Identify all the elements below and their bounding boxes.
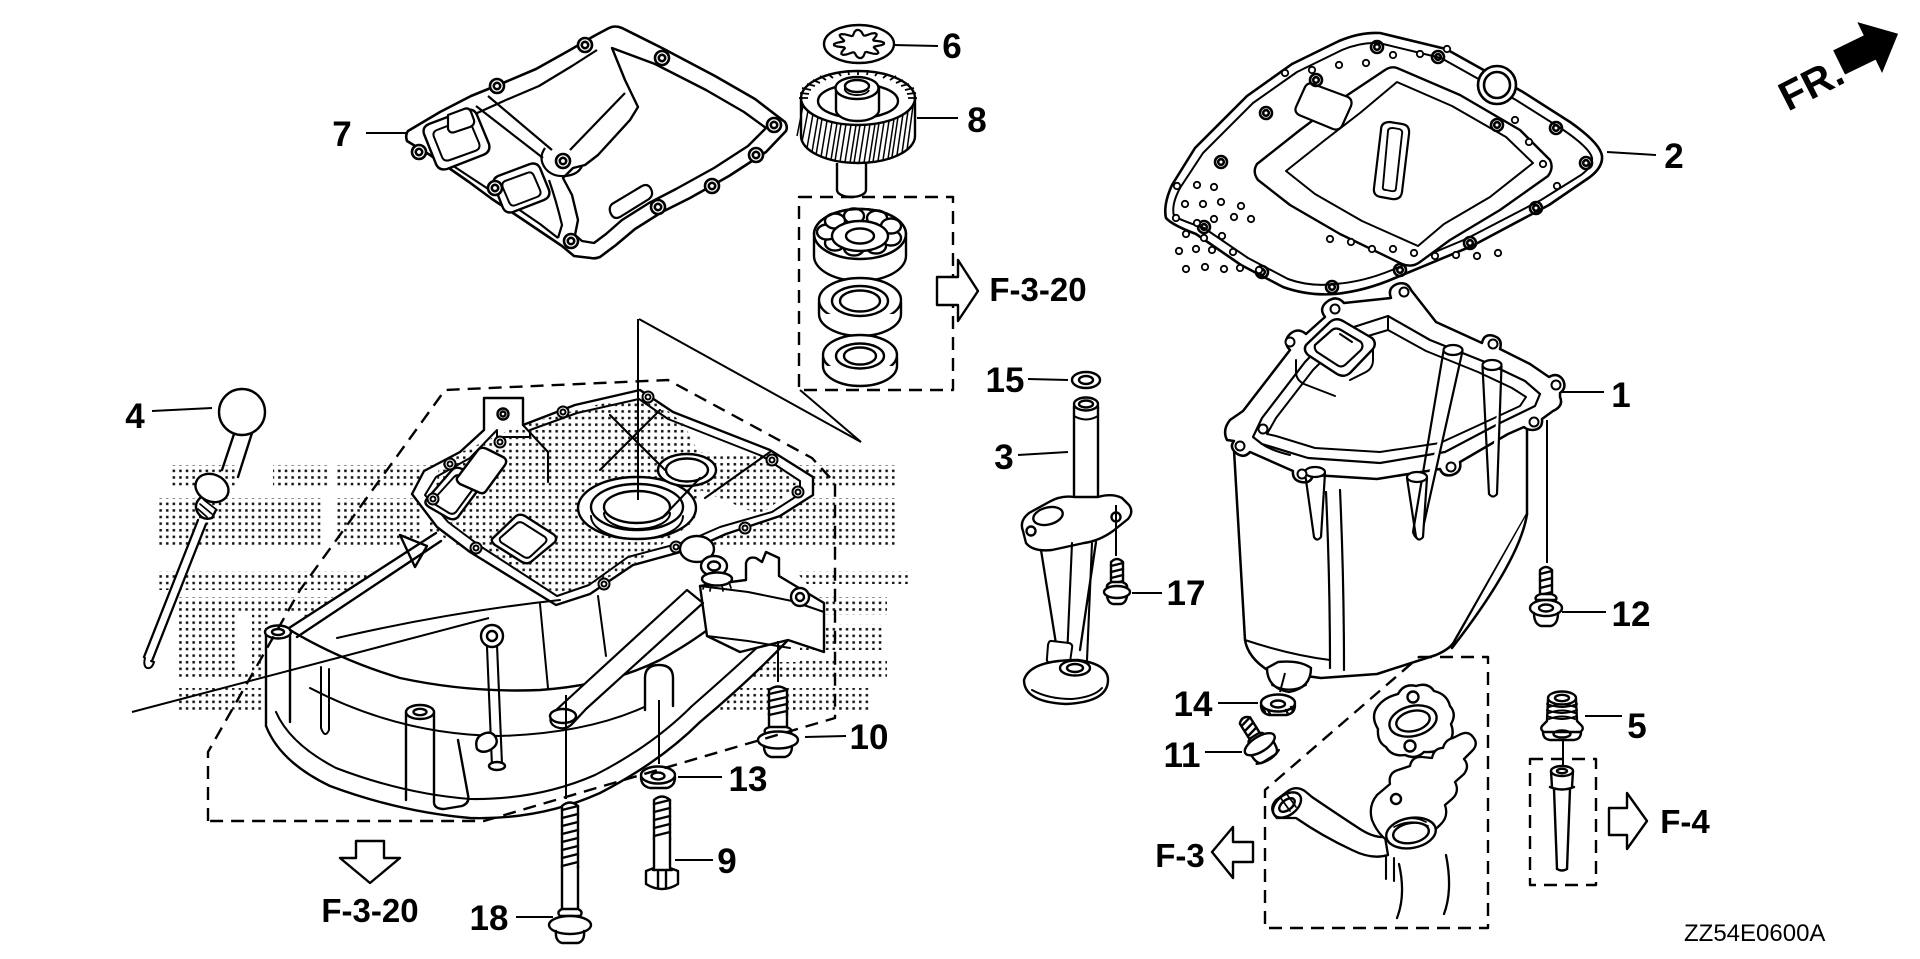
svg-text:1: 1 bbox=[1611, 376, 1630, 415]
svg-text:9: 9 bbox=[717, 842, 736, 881]
svg-text:7: 7 bbox=[332, 115, 351, 154]
svg-text:F-3: F-3 bbox=[1155, 837, 1205, 874]
svg-text:10: 10 bbox=[850, 718, 889, 757]
svg-text:12: 12 bbox=[1612, 595, 1651, 634]
svg-text:5: 5 bbox=[1627, 707, 1646, 746]
svg-text:17: 17 bbox=[1167, 574, 1206, 613]
svg-text:F-3-20: F-3-20 bbox=[989, 271, 1086, 308]
svg-text:2: 2 bbox=[1664, 137, 1683, 176]
svg-text:4: 4 bbox=[125, 397, 145, 436]
svg-text:6: 6 bbox=[942, 27, 961, 66]
svg-text:8: 8 bbox=[967, 101, 986, 140]
svg-text:ZZ54E0600A: ZZ54E0600A bbox=[1684, 920, 1825, 947]
svg-text:18: 18 bbox=[470, 899, 509, 938]
svg-text:F-3-20: F-3-20 bbox=[321, 892, 418, 929]
svg-text:3: 3 bbox=[994, 438, 1013, 477]
svg-text:13: 13 bbox=[729, 760, 768, 799]
svg-text:11: 11 bbox=[1164, 736, 1201, 775]
svg-text:15: 15 bbox=[986, 361, 1025, 400]
svg-text:14: 14 bbox=[1174, 685, 1213, 724]
svg-text:F-4: F-4 bbox=[1660, 803, 1710, 840]
